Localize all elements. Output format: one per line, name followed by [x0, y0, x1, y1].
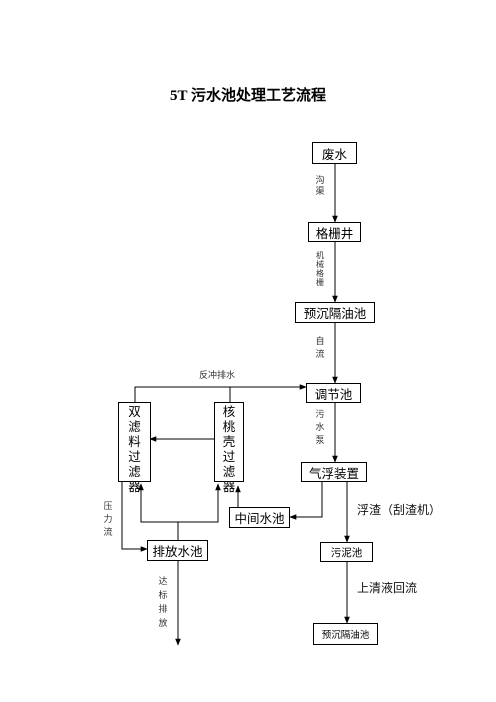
label-mechanical-grille: 机械格栅	[316, 251, 324, 287]
node-presettling-oil-2: 预沉隔油池	[313, 623, 378, 645]
node-regulating-tank: 调节池	[306, 383, 361, 403]
node-discharge-tank: 排放水池	[147, 540, 208, 561]
node-wastewater: 废水	[312, 142, 357, 164]
page-title: 5T 污水池处理工艺流程	[170, 88, 326, 104]
label-discharge-to-standard: 达标排放	[158, 577, 168, 629]
label-sewage-pump: 污水泵	[315, 410, 325, 446]
node-presettling-oil-1: 预沉隔油池	[295, 302, 375, 323]
arrow-flotation-to-intermediate	[289, 482, 323, 520]
label-trench: 沟渠	[315, 176, 325, 197]
node-walnut-filter	[214, 402, 244, 482]
label-supernatant-return: 上清液回流	[357, 581, 418, 595]
node-air-flotation: 气浮装置	[301, 462, 367, 482]
label-pressure-flow: 压力流	[103, 502, 113, 538]
label-scum: 浮渣（刮渣机）	[357, 503, 442, 517]
arrow-loop-to-double	[138, 483, 179, 540]
arrow-backwash-to-regulating-2	[229, 384, 307, 402]
double-filter-label: 双滤料过滤器	[128, 404, 141, 494]
label-backwash-drain: 反冲排水	[199, 371, 236, 381]
arrow-backwash-to-regulating	[134, 386, 230, 402]
node-double-filter	[118, 402, 151, 482]
node-sludge-tank: 污泥池	[320, 542, 373, 562]
arrow-double-to-discharge	[121, 482, 148, 552]
walnut-filter-label: 核桃壳过滤器	[222, 404, 236, 494]
node-grille-well: 格栅井	[308, 222, 361, 242]
arrow-loop-to-walnut	[178, 483, 221, 523]
node-intermediate-tank: 中间水池	[229, 507, 290, 528]
label-gravity-flow: 自流	[315, 337, 325, 360]
